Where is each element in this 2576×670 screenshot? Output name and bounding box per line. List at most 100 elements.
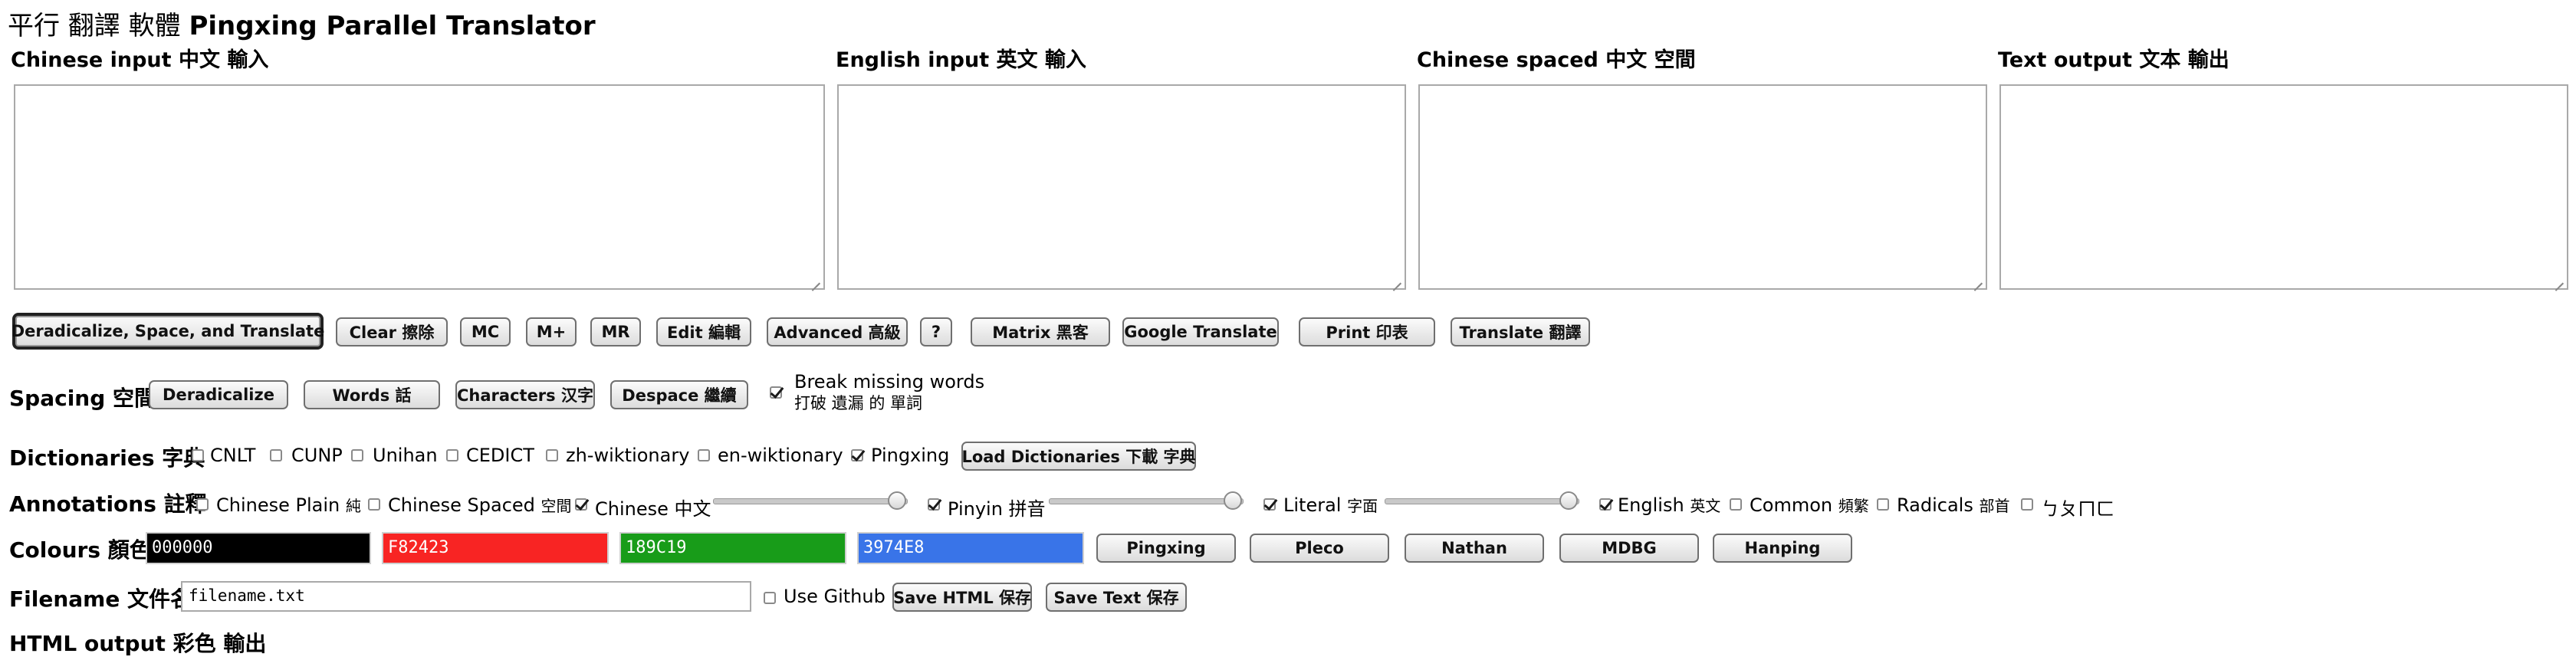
dict-cunp-checkbox[interactable] (270, 449, 282, 461)
annotation-chinese-plain-text: Chinese Plain (216, 494, 340, 516)
break-missing-words-label: Break missing words 打破 遺漏 的 單詞 (794, 371, 984, 414)
annotation-chinese-label: Chinese 中文 (595, 498, 711, 520)
memory-recall-button[interactable]: MR (590, 317, 641, 346)
preset-hanping-button[interactable]: Hanping (1713, 534, 1852, 563)
preset-mdbg-button[interactable]: MDBG (1559, 534, 1699, 563)
print-button[interactable]: Print 印表 (1299, 317, 1435, 346)
colour-input-literal[interactable]: 189C19 (619, 532, 846, 564)
annotation-common-label: Common 頻繁 (1750, 494, 1869, 516)
spacing-label: Spacing 空間 (9, 386, 156, 411)
preset-nathan-button[interactable]: Nathan (1405, 534, 1544, 563)
html-output-label: HTML output 彩色 輸出 (9, 631, 267, 656)
dict-unihan-label: Unihan (373, 445, 438, 466)
break-missing-words-line1: Break missing words (794, 371, 985, 392)
break-missing-words-checkbox[interactable] (770, 386, 782, 399)
dict-cunp-label: CUNP (291, 445, 343, 466)
annotation-chinese-plain-checkbox[interactable] (196, 498, 209, 511)
memory-clear-button[interactable]: MC (460, 317, 511, 346)
dict-cnlt-checkbox[interactable] (192, 449, 204, 461)
annotations-label: Annotations 註釋 (9, 491, 207, 517)
annotation-chinese-spaced-label: Chinese Spaced 空間 (388, 494, 572, 516)
deradicalize-space-translate-button[interactable]: Deradicalize, Space, and Translate (12, 313, 324, 350)
resize-grip-icon[interactable] (1392, 274, 1403, 285)
dictionaries-label: Dictionaries 字典 (9, 445, 205, 471)
use-github-checkbox[interactable] (764, 592, 776, 604)
annotation-chinese-spaced-suffix: 空間 (540, 497, 572, 515)
english-input-textarea[interactable] (837, 84, 1406, 290)
preset-pingxing-button[interactable]: Pingxing (1096, 534, 1236, 563)
annotation-radicals-suffix: 部首 (1979, 497, 2010, 515)
resize-grip-icon[interactable] (1973, 274, 1984, 285)
help-button[interactable]: ? (920, 317, 952, 346)
google-translate-button[interactable]: Google Translate (1122, 317, 1279, 346)
chinese-size-slider-track[interactable] (713, 498, 908, 504)
dict-zh-wiktionary-checkbox[interactable] (546, 449, 558, 461)
filename-label: Filename 文件名 (9, 586, 192, 612)
save-html-button[interactable]: Save HTML 保存 (892, 583, 1032, 612)
preset-pleco-button[interactable]: Pleco (1250, 534, 1389, 563)
annotation-chinese-spaced-checkbox[interactable] (368, 498, 380, 511)
dict-zh-wiktionary-label: zh-wiktionary (566, 445, 690, 466)
english-input-label: English input 英文 輸入 (836, 48, 1086, 72)
load-dictionaries-button[interactable]: Load Dictionaries 下載 字典 (961, 442, 1196, 471)
use-github-label: Use Github (784, 586, 886, 607)
advanced-button[interactable]: Advanced 高級 (767, 317, 908, 346)
dict-cnlt-label: CNLT (210, 445, 256, 466)
annotation-radicals-label: Radicals 部首 (1897, 494, 2009, 516)
chinese-input-label: Chinese input 中文 輸入 (11, 48, 269, 72)
annotation-english-text: English (1618, 494, 1684, 516)
literal-size-slider-track[interactable] (1385, 498, 1579, 504)
annotation-chinese-plain-label: Chinese Plain 純 (216, 494, 361, 516)
memory-add-button[interactable]: M+ (526, 317, 577, 346)
pinyin-size-slider-track[interactable] (1049, 498, 1244, 504)
annotation-literal-label: Literal 字面 (1283, 494, 1378, 516)
edit-button[interactable]: Edit 編輯 (656, 317, 751, 346)
colour-input-english[interactable]: 3974E8 (857, 532, 1084, 564)
annotation-chinese-checkbox[interactable] (575, 498, 587, 511)
chinese-spaced-textarea[interactable] (1418, 84, 1987, 290)
annotation-literal-suffix: 字面 (1347, 497, 1378, 515)
colour-input-chinese[interactable]: 000000 (146, 532, 371, 564)
pinyin-size-slider-thumb[interactable] (1224, 491, 1242, 510)
annotation-pinyin-label: Pinyin 拼音 (948, 498, 1046, 520)
matrix-button[interactable]: Matrix 黑客 (971, 317, 1110, 346)
annotation-literal-checkbox[interactable] (1263, 498, 1276, 511)
annotation-english-checkbox[interactable] (1599, 498, 1612, 511)
dict-unihan-checkbox[interactable] (351, 449, 363, 461)
save-text-button[interactable]: Save Text 保存 (1046, 583, 1187, 612)
chinese-size-slider-thumb[interactable] (888, 491, 906, 510)
text-output-label: Text output 文本 輸出 (1998, 48, 2229, 72)
annotation-english-suffix: 英文 (1690, 497, 1721, 515)
resize-grip-icon[interactable] (2555, 274, 2565, 285)
annotation-radicals-text: Radicals (1897, 494, 1973, 516)
annotation-chinese-plain-suffix: 純 (345, 497, 361, 515)
dict-en-wiktionary-checkbox[interactable] (698, 449, 710, 461)
text-output-textarea[interactable] (1999, 84, 2568, 290)
annotation-bopomofo-checkbox[interactable] (2021, 498, 2033, 511)
clear-button[interactable]: Clear 擦除 (336, 317, 448, 346)
translate-button[interactable]: Translate 翻譯 (1451, 317, 1590, 346)
colour-input-pinyin[interactable]: F82423 (382, 532, 609, 564)
annotation-common-checkbox[interactable] (1730, 498, 1742, 511)
chinese-spaced-label: Chinese spaced 中文 空間 (1417, 48, 1696, 72)
colours-label: Colours 顏色 (9, 537, 151, 563)
chinese-input-textarea[interactable] (14, 84, 825, 290)
annotation-literal-text: Literal (1283, 494, 1342, 516)
characters-button[interactable]: Characters 汉字 (455, 380, 595, 409)
filename-input[interactable]: filename.txt (181, 581, 751, 612)
break-missing-words-line2: 打破 遺漏 的 單詞 (794, 394, 923, 412)
annotation-chinese-spaced-text: Chinese Spaced (388, 494, 535, 516)
deradicalize-button[interactable]: Deradicalize (149, 380, 288, 409)
annotation-radicals-checkbox[interactable] (1877, 498, 1889, 511)
literal-size-slider-thumb[interactable] (1559, 491, 1578, 510)
resize-grip-icon[interactable] (811, 274, 822, 285)
dict-cedict-checkbox[interactable] (446, 449, 458, 461)
dict-cedict-label: CEDICT (466, 445, 534, 466)
annotation-pinyin-checkbox[interactable] (928, 498, 940, 511)
despace-button[interactable]: Despace 繼續 (610, 380, 748, 409)
annotation-common-suffix: 頻繁 (1838, 497, 1869, 515)
words-button[interactable]: Words 話 (304, 380, 440, 409)
dict-pingxing-checkbox[interactable] (851, 449, 863, 461)
page-title: 平行 翻譯 軟體 Pingxing Parallel Translator (8, 5, 596, 42)
dict-en-wiktionary-label: en-wiktionary (718, 445, 843, 466)
